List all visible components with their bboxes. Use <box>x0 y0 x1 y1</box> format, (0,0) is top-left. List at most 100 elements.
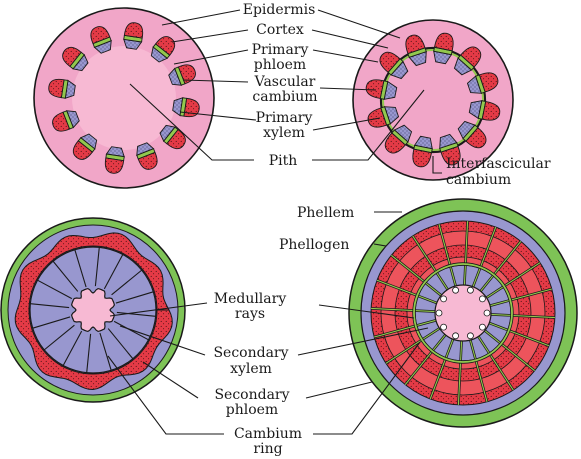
p3-ray-10 <box>52 260 79 292</box>
label-phellogen: Phellogen <box>279 237 349 253</box>
leader-primary-xylem-right <box>312 117 381 131</box>
p4-ray-11 <box>376 279 438 304</box>
p2-bundle-4-phloem <box>465 127 487 149</box>
label-secondary-xylem-line2: xylem <box>230 361 272 377</box>
p1-bundle-2-phloem <box>177 64 196 85</box>
p2-bundle-6-phloem <box>412 148 433 168</box>
p3-ray-12 <box>94 247 100 287</box>
p1-bundle-10-phloem <box>62 46 82 67</box>
early-secondary-growth-section <box>0 217 186 403</box>
leader-epidermis-left <box>161 9 241 26</box>
p4-pith-point-2 <box>467 332 474 340</box>
label-primary-phloem-line1: Primary <box>252 42 309 58</box>
stage4-medullary-rays <box>371 221 555 405</box>
leader-secondary-xylem-right <box>297 327 429 356</box>
p2-bundle-5-phloem <box>440 145 461 166</box>
p4-pith-point-7 <box>452 286 459 294</box>
p4-ray-2 <box>484 330 535 372</box>
stage3-pith <box>70 287 116 333</box>
p3-ray-0 <box>116 311 156 317</box>
mature-secondary-growth-section <box>348 198 578 428</box>
p2-bundle-3-phloem <box>481 100 501 121</box>
label-primary-xylem-line2: xylem <box>263 125 305 141</box>
p2-bundle-9-phloem <box>365 79 385 100</box>
p3-ray-8 <box>30 303 70 309</box>
leader-epidermis-right <box>317 9 401 39</box>
p4-ray-4 <box>469 339 488 402</box>
leader-lines <box>107 9 442 435</box>
label-medullary-rays-line2: rays <box>235 306 265 322</box>
p2-bundle-2-phloem <box>478 72 499 93</box>
leader-secondary-phloem-left <box>142 361 199 399</box>
p2-bundle-11-phloem <box>405 34 426 55</box>
p4-ray-16 <box>472 226 497 288</box>
leader-medullary-rays-right <box>318 304 415 319</box>
primary-stem-vascular-bundles <box>48 22 200 174</box>
leader-pith-left <box>129 83 254 161</box>
leader-phellogen <box>373 243 387 247</box>
primary-stem-pith-area <box>72 46 176 150</box>
p4-pith-point-5 <box>435 309 443 317</box>
label-phellem: Phellem <box>297 205 354 221</box>
p4-ray-6 <box>429 338 454 400</box>
labels: Epidermis Cortex Primary phloem Vascular… <box>213 2 550 457</box>
p2-bundle-8-phloem <box>367 107 388 128</box>
leader-cortex-left <box>171 29 249 43</box>
p1-bundle-5-phloem <box>137 151 158 170</box>
leader-cortex-right <box>311 29 389 49</box>
p3-ray-5 <box>62 330 83 366</box>
label-cambium-ring-line2: ring <box>253 441 282 457</box>
p1-bundle-4-phloem <box>166 129 186 150</box>
p4-ray-14 <box>438 224 457 287</box>
leader-cambium-ring-left <box>107 355 224 435</box>
stage4-primary-xylem-points <box>435 286 491 340</box>
p2-bundle-1-phloem <box>460 46 482 68</box>
p4-ray-19 <box>489 288 552 307</box>
label-vascular-cambium-line1: Vascular <box>254 74 316 90</box>
p4-pith-point-3 <box>452 332 459 340</box>
leader-primary-phloem-right <box>312 49 379 63</box>
label-pith: Pith <box>269 153 298 169</box>
leader-vascular-cambium-left <box>182 79 249 83</box>
p2-bundle-0-phloem <box>433 32 454 52</box>
label-secondary-xylem-line1: Secondary <box>213 345 288 361</box>
p2-bundle-10-phloem <box>379 51 401 73</box>
stage2-cambium-ring-outline <box>379 46 487 154</box>
stage2-interfascicular-cambium <box>382 49 484 151</box>
p3-ray-6 <box>43 324 75 351</box>
p4-ray-8 <box>385 327 440 364</box>
label-primary-xylem-line1: Primary <box>256 110 313 126</box>
p4-pith-point-6 <box>440 295 447 303</box>
p4-ray-7 <box>404 334 446 385</box>
p4-ray-3 <box>477 336 514 391</box>
label-cortex: Cortex <box>256 22 304 38</box>
stage4-pith <box>434 284 492 342</box>
label-secondary-phloem-line2: phloem <box>226 402 278 418</box>
label-interfascicular-cambium-line2: cambium <box>446 172 511 188</box>
leader-vascular-cambium-right <box>319 87 377 91</box>
p2-bundle-7-phloem <box>384 132 406 154</box>
p4-ray-15 <box>463 221 469 286</box>
p4-ray-17 <box>480 241 522 292</box>
p3-ray-13 <box>103 254 124 290</box>
p4-pith-point-9 <box>479 295 486 303</box>
p1-bundle-7-phloem <box>72 140 93 160</box>
p4-cambium-ring <box>413 263 513 363</box>
p1-bundle-9-phloem <box>48 78 65 99</box>
label-medullary-rays-line1: Medullary <box>214 291 287 307</box>
p3-ray-9 <box>37 279 73 300</box>
p4-ray-18 <box>486 262 541 299</box>
p1-bundle-3-phloem <box>183 97 200 118</box>
label-interfascicular-cambium-line1: Interfascicular <box>446 156 551 172</box>
p4-pith-point-4 <box>440 323 447 331</box>
p1-bundle-11-phloem <box>90 26 111 45</box>
p1-bundle-8-phloem <box>52 111 71 132</box>
p4-ray-12 <box>391 254 442 296</box>
p1-bundle-6-phloem <box>104 157 125 174</box>
p4-pith-point-8 <box>467 286 474 294</box>
leader-cambium-ring-right <box>313 341 421 435</box>
p3-ray-7 <box>32 316 71 329</box>
leader-secondary-xylem-left <box>119 325 206 356</box>
